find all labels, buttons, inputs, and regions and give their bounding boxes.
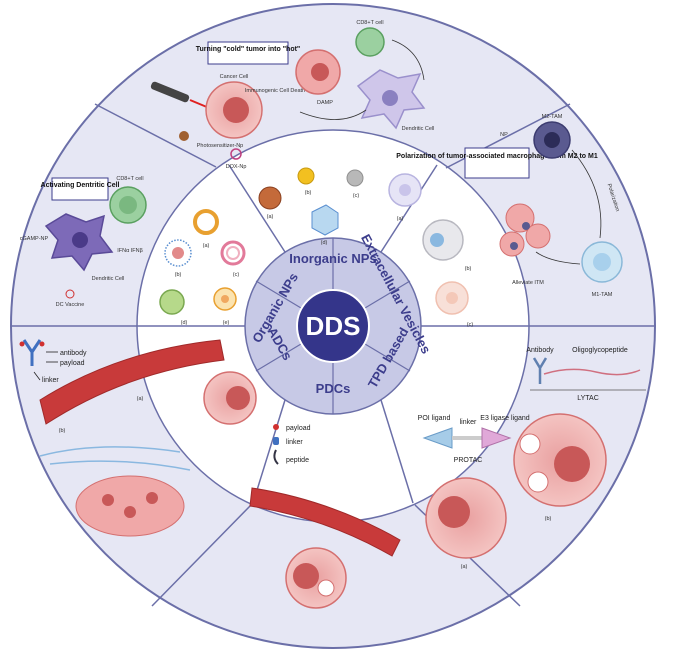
dox-np-icon bbox=[230, 148, 242, 160]
e3-ligase-icon bbox=[481, 427, 512, 449]
svg-text:DAMP: DAMP bbox=[317, 100, 333, 106]
dendrimer-ring-icon bbox=[220, 240, 246, 266]
adc-tumor-mass bbox=[75, 475, 185, 537]
svg-text:(d): (d) bbox=[181, 320, 188, 326]
center-label: DDS bbox=[306, 311, 361, 341]
svg-text:NP: NP bbox=[500, 132, 508, 138]
svg-text:Polarization of tumor-associat: Polarization of tumor-associated macroph… bbox=[396, 153, 598, 160]
pdc-peptide-icon bbox=[273, 449, 279, 465]
polymer-np-icon bbox=[159, 289, 185, 315]
svg-text:payload: payload bbox=[286, 425, 311, 432]
svg-text:(a): (a) bbox=[267, 214, 274, 220]
svg-text:Photosensitizer-Np: Photosensitizer-Np bbox=[197, 143, 243, 149]
svg-text:DC Vaccine: DC Vaccine bbox=[56, 302, 85, 308]
svg-text:(c): (c) bbox=[353, 193, 360, 199]
svg-text:Cancer Cell: Cancer Cell bbox=[220, 74, 249, 80]
svg-text:Immunogenic Cell Death: Immunogenic Cell Death bbox=[245, 88, 305, 94]
svg-text:peptide: peptide bbox=[286, 457, 309, 464]
organic-nps-panel: (a) (b) (c) (d) (e) bbox=[159, 209, 246, 326]
svg-text:Dendritic Cell: Dendritic Cell bbox=[92, 276, 125, 282]
center-circle bbox=[296, 289, 370, 363]
svg-text:antibody: antibody bbox=[60, 350, 87, 357]
left-outer-panel: Activating Dentritic Cell CD8+T cell cGA… bbox=[20, 176, 147, 308]
gold-np-icon bbox=[297, 167, 315, 185]
svg-text:Dendritic Cell: Dendritic Cell bbox=[402, 126, 435, 132]
tpd-panel: Antibody Oligoglycopeptide LYTAC POI lig… bbox=[418, 347, 646, 570]
svg-text:Alleviate ITM: Alleviate ITM bbox=[512, 280, 544, 286]
protein-np-icon bbox=[213, 287, 237, 311]
svg-text:cGAMP-NP: cGAMP-NP bbox=[20, 236, 49, 242]
label-inorganic-nps: Inorganic NPs bbox=[289, 251, 376, 266]
sector-lines bbox=[11, 103, 655, 607]
svg-text:(b): (b) bbox=[545, 516, 552, 522]
silica-np-icon bbox=[346, 169, 364, 187]
liposome-icon bbox=[193, 209, 219, 235]
svg-text:(a): (a) bbox=[137, 396, 144, 402]
laser-icon bbox=[150, 81, 190, 103]
svg-text:PROTAC: PROTAC bbox=[454, 457, 483, 464]
svg-text:linker: linker bbox=[42, 377, 59, 384]
svg-text:POI ligand: POI ligand bbox=[418, 415, 451, 422]
adc-blood-vessel bbox=[39, 339, 225, 425]
crystal-np-icon bbox=[311, 204, 339, 236]
pdc-payload-icon bbox=[273, 424, 279, 430]
ring-dividers bbox=[255, 238, 411, 414]
svg-text:CD8+T cell: CD8+T cell bbox=[356, 20, 383, 26]
svg-text:(c): (c) bbox=[467, 322, 474, 328]
svg-text:(b): (b) bbox=[305, 190, 312, 196]
lytac-oligo-icon bbox=[543, 368, 641, 376]
inorganic-nps-panel: (a) (b) (c) (d) bbox=[258, 167, 364, 246]
right-outer-panel: Polarization of tumor-associated macroph… bbox=[396, 114, 623, 298]
ev-panel: (a) (b) (c) bbox=[388, 173, 474, 328]
svg-text:LYTAC: LYTAC bbox=[577, 395, 599, 402]
svg-text:(a): (a) bbox=[397, 216, 404, 222]
protac-linker-icon bbox=[452, 436, 482, 440]
svg-text:Oligoglycopeptide: Oligoglycopeptide bbox=[572, 347, 628, 354]
svg-text:linker: linker bbox=[286, 439, 303, 446]
svg-text:(b): (b) bbox=[175, 272, 182, 278]
svg-text:payload: payload bbox=[60, 360, 85, 367]
svg-text:E3 ligase ligand: E3 ligase ligand bbox=[480, 415, 530, 422]
svg-text:Activating Dentritic Cell: Activating Dentritic Cell bbox=[41, 182, 120, 189]
pdc-panel: payload linker peptide bbox=[249, 424, 401, 609]
dc-vaccine-icon bbox=[65, 289, 75, 299]
adc-stroma bbox=[39, 446, 191, 471]
svg-text:(a): (a) bbox=[203, 243, 210, 249]
svg-text:M2-TAM: M2-TAM bbox=[542, 114, 563, 120]
svg-text:(a): (a) bbox=[461, 564, 468, 570]
svg-text:(e): (e) bbox=[223, 320, 230, 326]
svg-text:(c): (c) bbox=[233, 272, 240, 278]
cold-hot-box bbox=[207, 41, 289, 65]
adc-panel: antibody payload linker (a) (b) bbox=[19, 339, 257, 537]
svg-text:M1-TAM: M1-TAM bbox=[592, 292, 613, 298]
photosensitizer-np-icon bbox=[179, 131, 189, 141]
cd8-t-cell bbox=[355, 27, 385, 57]
svg-text:DOX-Np: DOX-Np bbox=[226, 164, 247, 170]
svg-text:(b): (b) bbox=[59, 428, 66, 434]
svg-text:Turning "cold" tumor into "hot: Turning "cold" tumor into "hot" bbox=[196, 46, 301, 53]
svg-text:linker: linker bbox=[460, 419, 477, 426]
top-outer-panel: Turning "cold" tumor into "hot" Cancer C… bbox=[150, 20, 434, 170]
polarization-box bbox=[464, 147, 530, 179]
antibody-icon bbox=[19, 339, 45, 366]
pdc-linker-icon bbox=[273, 437, 279, 445]
label-pdcs: PDCs bbox=[316, 381, 351, 396]
svg-text:CD8+T cell: CD8+T cell bbox=[116, 176, 143, 182]
svg-text:(b): (b) bbox=[465, 266, 472, 272]
svg-text:IFNα IFNβ: IFNα IFNβ bbox=[117, 248, 143, 254]
porous-np-icon bbox=[258, 186, 282, 210]
lytac-antibody-icon bbox=[532, 357, 548, 384]
svg-text:Antibody: Antibody bbox=[526, 347, 554, 354]
tumor-cluster bbox=[499, 203, 551, 257]
pdc-blood-vessel bbox=[249, 487, 401, 557]
svg-text:(d): (d) bbox=[321, 240, 328, 246]
micelle-icon bbox=[164, 239, 192, 267]
activating-dc-box bbox=[51, 177, 109, 201]
